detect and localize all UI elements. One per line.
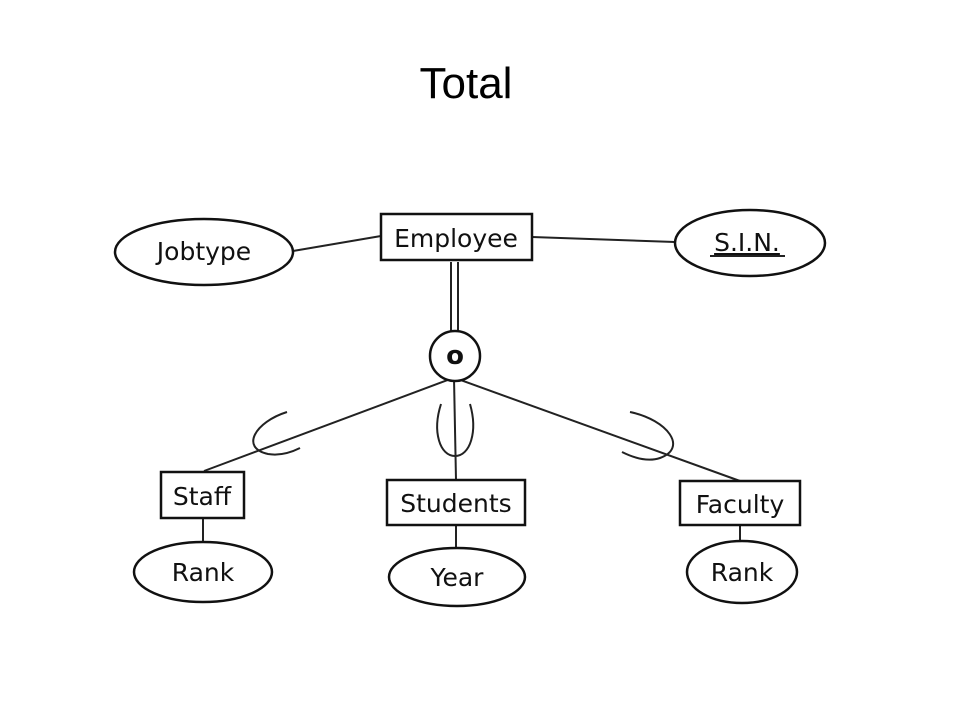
subset-arc-students [436, 403, 475, 458]
students-year-label: Year [430, 563, 485, 592]
constraint-symbol: o [446, 341, 464, 371]
staff-label: Staff [173, 482, 232, 511]
link-circle-faculty [454, 377, 741, 482]
students-entity [385, 478, 527, 527]
staff-entity [159, 470, 246, 520]
jobtype-attribute [113, 217, 295, 287]
link-circle-staff [203, 377, 454, 472]
students-label: Students [400, 489, 511, 518]
link-circle-students [453, 377, 457, 481]
subset-arc-faculty [621, 411, 674, 461]
link-jobtype-employee [292, 235, 382, 252]
faculty-rank-label: Rank [711, 558, 774, 587]
employee-label: Employee [394, 224, 518, 253]
sin-label: S.I.N. [714, 228, 780, 257]
slide-title: Total [419, 59, 513, 108]
subset-arc-staff [252, 411, 301, 456]
link-employee-sin [531, 236, 676, 243]
students-year-attribute [387, 546, 527, 608]
overlap-constraint-circle [428, 329, 482, 383]
faculty-label: Faculty [696, 490, 785, 519]
jobtype-label: Jobtype [155, 237, 251, 266]
sin-key-attribute [673, 208, 827, 278]
staff-rank-attribute [132, 540, 274, 604]
faculty-entity [678, 479, 802, 527]
faculty-rank-attribute [685, 539, 799, 605]
employee-entity [379, 212, 534, 262]
staff-rank-label: Rank [172, 558, 235, 587]
